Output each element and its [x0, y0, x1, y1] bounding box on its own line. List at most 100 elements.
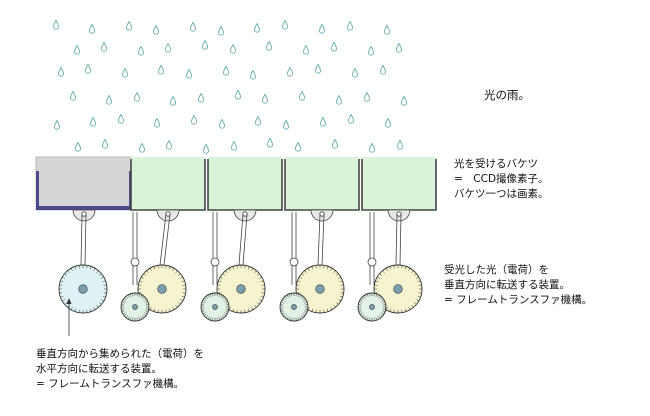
gear-tooth — [145, 304, 149, 306]
gear-tooth — [101, 276, 104, 279]
gear-tooth — [59, 292, 63, 294]
gear-tooth — [359, 299, 363, 302]
gear-tooth — [225, 301, 229, 304]
gear-tooth — [385, 268, 388, 271]
gear-tooth — [330, 307, 333, 310]
gear-tooth — [300, 296, 304, 299]
horizontal-wheel — [200, 292, 230, 322]
gear-tooth — [302, 313, 305, 317]
gear-tooth — [418, 284, 422, 286]
rain-drop — [282, 120, 290, 130]
gear-tooth — [323, 265, 325, 269]
gear-tooth — [207, 316, 210, 320]
gear-tooth — [157, 265, 159, 269]
gear-tooth — [416, 276, 419, 279]
gear-tooth — [280, 301, 284, 304]
rain-drop — [217, 26, 225, 36]
gear-tooth — [222, 273, 226, 276]
chain-pin — [367, 257, 377, 267]
gear-tooth — [141, 296, 145, 299]
gear-tooth — [247, 266, 250, 270]
gear-tooth — [364, 294, 367, 298]
gear-tooth — [389, 266, 392, 270]
gear-tooth — [411, 270, 414, 274]
gear-tooth — [236, 265, 238, 269]
gear-tooth — [209, 317, 212, 321]
gear-tooth — [204, 313, 207, 317]
gear-hub — [393, 284, 403, 294]
gear-tooth — [223, 313, 226, 317]
gear-tooth — [254, 270, 257, 274]
gear-tooth — [358, 304, 362, 306]
gear-tooth — [145, 310, 149, 313]
gear-tooth — [358, 308, 362, 310]
gear-tooth — [377, 316, 380, 320]
gear-tooth — [339, 295, 343, 298]
vertical-label-line: 受光した光（電荷）を — [444, 264, 549, 276]
gear-tooth — [153, 308, 156, 312]
bucket-label-line: 光を受けるバケツ — [454, 158, 538, 170]
rain-drop — [400, 96, 408, 106]
rain-drop — [222, 66, 230, 76]
gear-tooth — [261, 292, 265, 294]
rain-drop — [117, 114, 125, 124]
gear-tooth — [375, 280, 379, 283]
gear-tooth — [221, 315, 225, 318]
gear-tooth — [338, 299, 341, 302]
gear-tooth — [375, 317, 378, 321]
rain-drop — [153, 118, 161, 128]
gear-tooth — [232, 308, 235, 312]
gear-tooth — [182, 284, 186, 286]
gear-tooth — [144, 299, 148, 302]
gear-tooth — [413, 273, 417, 276]
rain-drop — [314, 64, 322, 74]
rain-drop — [254, 116, 262, 126]
gear-tooth — [59, 284, 63, 286]
gear-tooth — [299, 294, 302, 298]
horizontal-wheel — [120, 292, 150, 322]
gear-tooth — [369, 317, 371, 321]
rain-drop — [281, 20, 289, 30]
gear-tooth — [141, 315, 145, 318]
chain-pin — [210, 257, 220, 267]
gear-tooth — [359, 312, 363, 315]
gear-tooth — [378, 296, 382, 299]
gear-hub — [78, 284, 88, 294]
gear-tooth — [141, 276, 144, 279]
gear-tooth — [177, 273, 181, 276]
gear-tooth — [339, 280, 343, 283]
gear-tooth — [382, 270, 385, 274]
horizontal-transfer-label: 垂直方向から集められた（電荷）を 水平方向に転送する装置。 = フレームトランス… — [36, 347, 204, 392]
rain-drop — [57, 67, 65, 77]
gear-tooth — [401, 309, 403, 313]
gear-hub — [236, 284, 246, 294]
gear-tooth — [180, 299, 183, 302]
gear-tooth — [247, 308, 250, 312]
gear-tooth — [205, 315, 209, 318]
gear-tooth — [373, 293, 375, 297]
gear-tooth — [382, 310, 386, 313]
gear-tooth — [93, 268, 96, 271]
gear-tooth — [408, 268, 411, 271]
gear-tooth — [373, 317, 375, 321]
gear-tooth — [144, 312, 148, 315]
rain-drop — [261, 94, 269, 104]
gear-tooth — [315, 309, 317, 313]
gear-tooth — [181, 295, 185, 298]
gear-tooth — [261, 284, 265, 286]
gear-tooth — [201, 308, 205, 310]
gear-tooth — [98, 302, 102, 305]
gear-tooth — [411, 304, 414, 308]
rain-drop — [351, 68, 359, 78]
gear-tooth — [303, 299, 307, 302]
gear-tooth — [125, 296, 129, 299]
gear-tooth — [297, 293, 300, 297]
gear-tooth — [225, 304, 229, 306]
gear-tooth — [413, 302, 417, 305]
gear-tooth — [295, 293, 297, 297]
gear-tooth — [201, 310, 205, 313]
horizontal-label-line: = フレームトランスファ機構。 — [36, 378, 185, 390]
rain-drop — [294, 142, 302, 152]
rain-drop — [105, 95, 113, 105]
gear-tooth — [362, 296, 366, 299]
